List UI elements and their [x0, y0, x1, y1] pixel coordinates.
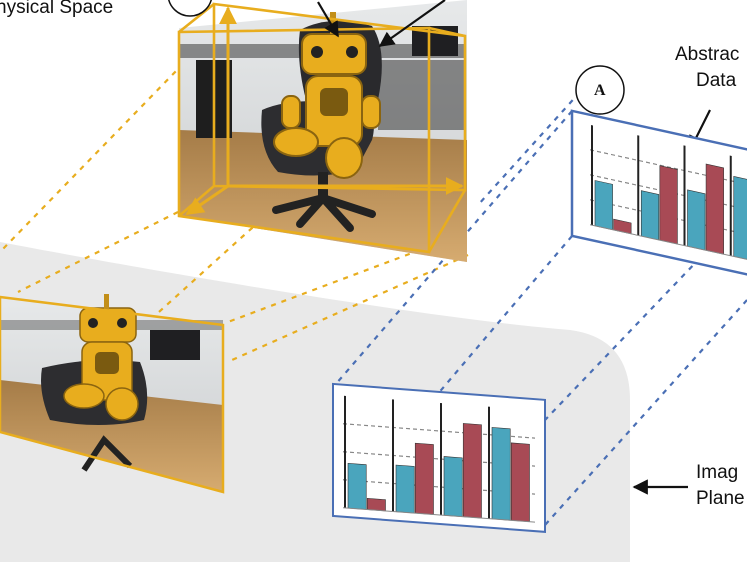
abstract-data-label-line1: Abstrac [675, 44, 740, 65]
image-plane-chart [332, 382, 546, 533]
marker-a-label: A [594, 82, 606, 99]
arrow-icon [317, 1, 339, 38]
bar-blue [395, 464, 415, 514]
gridline [343, 479, 535, 495]
physical-space-label: hysical Space [0, 0, 114, 18]
abstract-data-bars [590, 125, 747, 266]
marker-a [575, 65, 625, 115]
gridline [343, 451, 535, 467]
bar-red [705, 163, 724, 255]
circle-marker-top [168, 0, 212, 17]
bar-blue [443, 456, 463, 517]
bar-red [510, 442, 530, 523]
robot-icon [273, 12, 381, 179]
chart-baseline [590, 224, 747, 266]
abstract-projection-lines [334, 91, 747, 526]
bar-blue [347, 462, 367, 510]
bar-red [366, 498, 386, 512]
bar-blue [733, 176, 747, 261]
bar-red [462, 423, 482, 519]
abstract-data-label-line2: Data [696, 70, 737, 91]
gridline [343, 423, 535, 439]
bar-red [414, 442, 434, 515]
image-plane-label-line1: Imag [696, 462, 739, 483]
bar-blue [687, 189, 706, 251]
axis-arrows [185, 6, 464, 216]
bar-red [659, 165, 678, 245]
abstract-data-chart [570, 109, 747, 280]
arrow-icon [378, 0, 446, 47]
bar-blue [491, 427, 511, 521]
image-plane-bars [343, 395, 535, 523]
bar-blue [640, 190, 660, 241]
image-plane-photo [0, 294, 225, 494]
image-plane-label-line2: Plane [696, 488, 745, 509]
bar-blue [594, 180, 613, 231]
chart-baseline [343, 507, 535, 523]
